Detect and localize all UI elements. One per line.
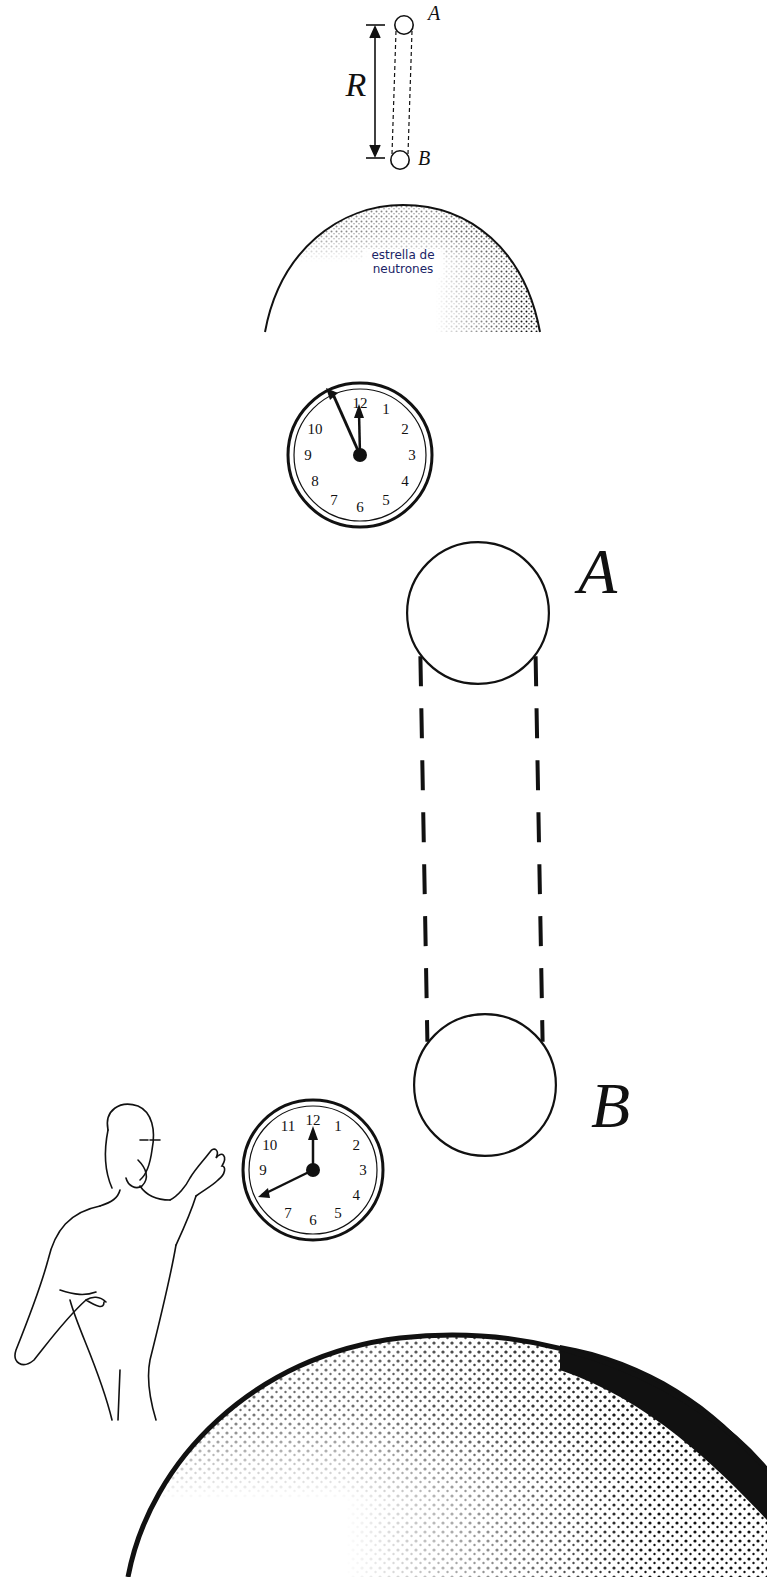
clock-number: 1 xyxy=(334,1119,342,1134)
clock-number: 10 xyxy=(307,422,322,437)
clock-number: 5 xyxy=(334,1206,342,1221)
clock-number: 6 xyxy=(356,500,364,515)
star-label: estrella de neutrones xyxy=(363,249,443,277)
dimension-arrow xyxy=(366,25,385,158)
ball-label: B xyxy=(418,148,430,168)
clock-number: 4 xyxy=(401,474,409,489)
ball: A xyxy=(394,15,414,35)
clock-number: 3 xyxy=(359,1163,367,1178)
clock-number: 11 xyxy=(281,1119,295,1134)
clock xyxy=(243,1100,383,1240)
clock xyxy=(288,383,432,527)
ball: B xyxy=(413,1012,557,1158)
man-figure xyxy=(15,1104,225,1420)
shape-outline xyxy=(406,540,550,686)
clock-number: 12 xyxy=(353,396,368,411)
shape-outline xyxy=(394,15,414,35)
clock-number: 5 xyxy=(382,493,390,508)
clock-number: 1 xyxy=(382,402,390,417)
tether xyxy=(392,31,412,154)
neutron-star: estrella de neutrones xyxy=(265,205,540,332)
neutron-star-rim xyxy=(128,1335,767,1577)
ball: B xyxy=(390,150,410,170)
ball-label: A xyxy=(578,540,617,604)
clock-number: 3 xyxy=(408,448,416,463)
shape-outline xyxy=(390,150,410,170)
ball-label: B xyxy=(591,1074,630,1138)
clock-number: 2 xyxy=(401,422,409,437)
clock-number: 12 xyxy=(306,1113,321,1128)
dimension-label: R xyxy=(346,68,367,102)
clock-number: 8 xyxy=(311,474,319,489)
clock-number: 9 xyxy=(259,1163,267,1178)
clock-number: 4 xyxy=(353,1188,361,1203)
shape-outline xyxy=(413,1012,557,1158)
clock-number: 9 xyxy=(304,448,312,463)
clock-number: 10 xyxy=(262,1138,277,1153)
ball-label: A xyxy=(428,3,440,23)
clock-number: 7 xyxy=(330,493,338,508)
clock-number: 6 xyxy=(309,1213,317,1228)
ball: A xyxy=(406,540,550,686)
clock-number: 2 xyxy=(353,1138,361,1153)
clock-number: 7 xyxy=(284,1206,292,1221)
tether xyxy=(420,656,542,1042)
